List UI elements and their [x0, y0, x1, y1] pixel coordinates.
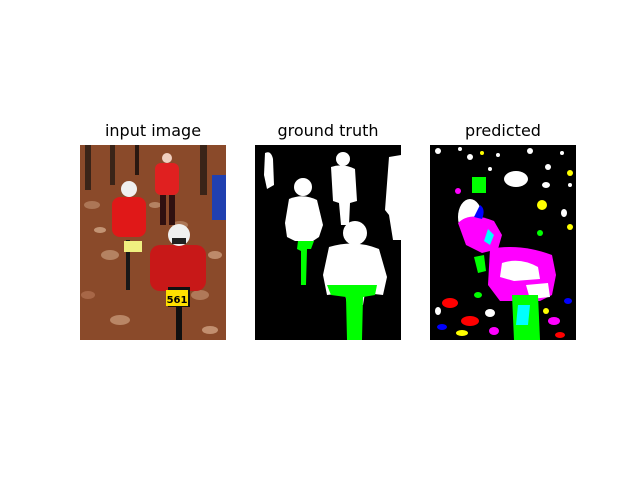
panel-title-predicted: predicted [465, 121, 541, 140]
bib-number: 561 [167, 295, 188, 306]
ground-truth-mask [255, 145, 401, 340]
input-image: 561 [80, 145, 226, 340]
panel-title-input: input image [104, 121, 202, 140]
predicted-mask [430, 145, 576, 340]
panel-title-ground-truth: ground truth [277, 121, 379, 140]
